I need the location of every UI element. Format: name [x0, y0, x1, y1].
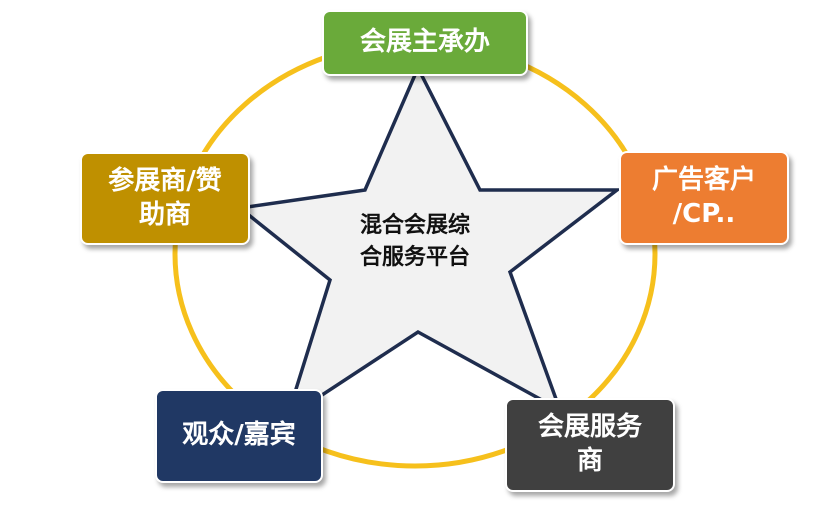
center-platform-label: 混合会展综 合服务平台	[359, 213, 470, 270]
node-advertising-client: 广告客户 /CP..	[619, 151, 789, 245]
center-star	[235, 63, 623, 423]
node-audience-guest: 观众/嘉宾	[155, 389, 323, 483]
node-exhibitor-sponsor: 参展商/赞 助商	[80, 152, 250, 245]
node-service-provider: 会展服务 商	[505, 398, 675, 492]
node-exhibition-organizer: 会展主承办	[322, 10, 528, 76]
